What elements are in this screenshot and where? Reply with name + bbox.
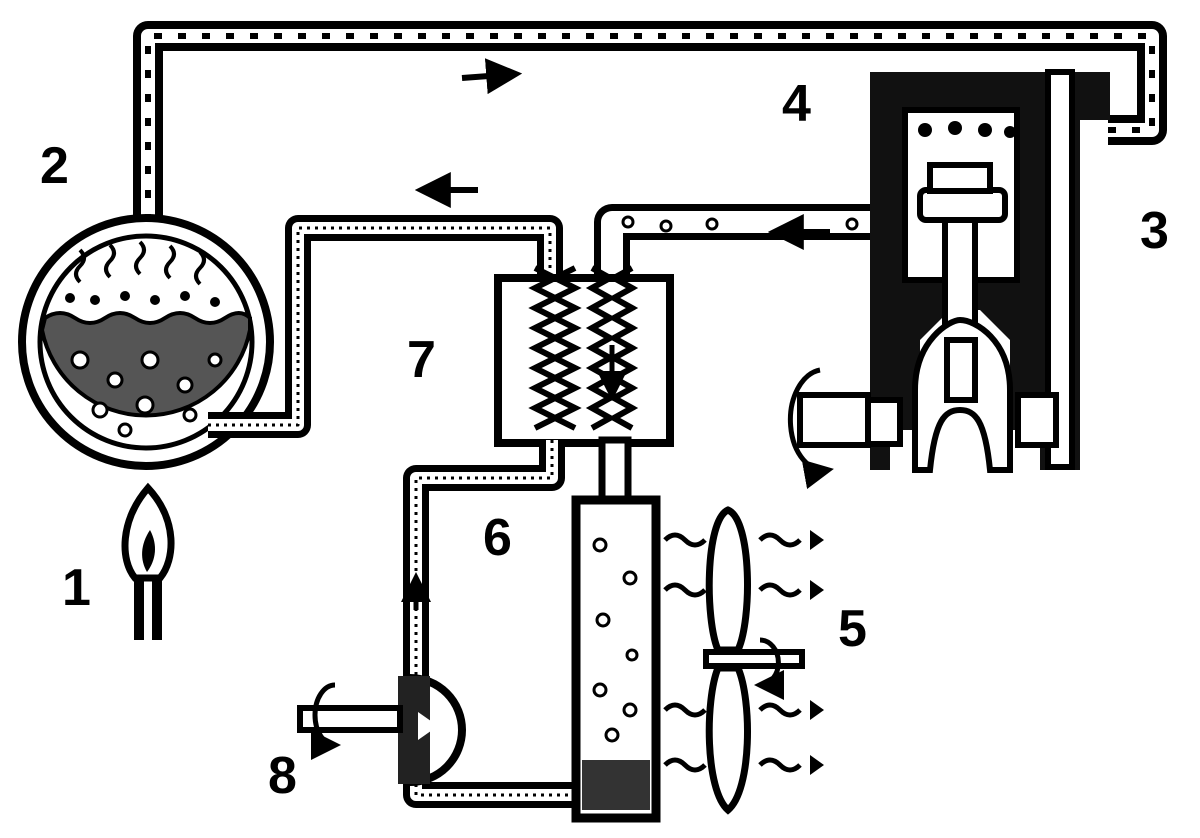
label-heat-exchanger: 7 [407, 331, 436, 389]
label-boiler: 2 [40, 137, 69, 195]
label-condenser: 6 [483, 509, 512, 567]
heat-exchanger-icon [494, 265, 674, 447]
label-engine: 3 [1140, 202, 1169, 260]
heat-wave-icon [663, 532, 802, 773]
label-fan: 5 [838, 600, 867, 658]
flow-arrow-icon [461, 58, 523, 95]
fan-icon [703, 506, 805, 815]
bubble-dots [621, 215, 859, 233]
label-steam-line: 4 [782, 75, 811, 133]
engine-icon [787, 69, 1110, 489]
label-pump: 8 [268, 747, 297, 805]
boiler-icon [18, 214, 274, 470]
heat-wave-arrowheads [810, 530, 824, 775]
feed-pipe [208, 215, 563, 438]
condenser-icon [571, 495, 661, 823]
vapor-pipe [598, 436, 632, 506]
flame-icon [121, 482, 175, 640]
condensate-pipe [403, 440, 600, 808]
steam-pipe-top [133, 21, 1167, 222]
exhaust-pipe [594, 204, 880, 280]
pump-icon [297, 673, 466, 787]
label-burner: 1 [62, 559, 91, 617]
